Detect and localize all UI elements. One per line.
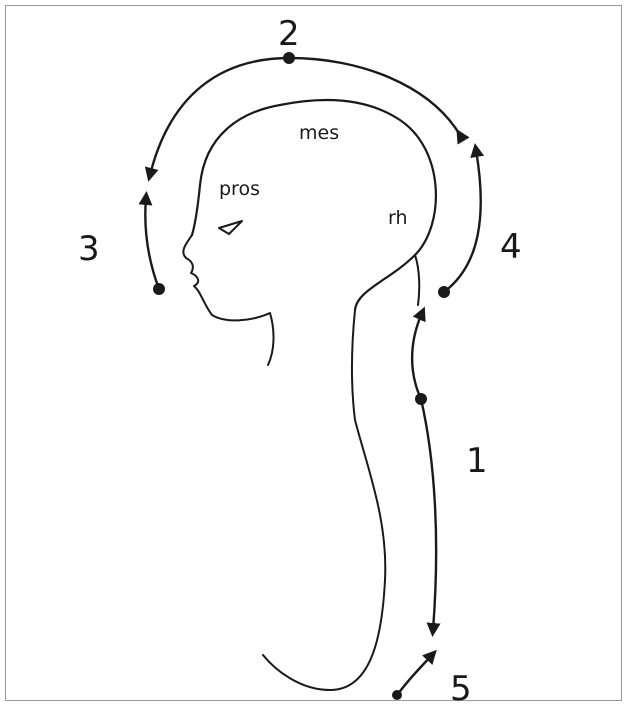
- flow-2-arc: [150, 58, 460, 175]
- flow-3-arc: [145, 198, 159, 289]
- spinal-cord-left-wall: [263, 310, 385, 690]
- flow-4-dot: [438, 286, 450, 298]
- spinal-cord-right-wall: [415, 255, 419, 305]
- flow-1-dot: [415, 393, 427, 405]
- flow-2-label: 2: [278, 14, 300, 54]
- flow-5-label: 5: [450, 669, 472, 707]
- flow-1-lower-arc: [421, 399, 436, 630]
- flow-1-label: 1: [466, 441, 488, 481]
- region-mes-label: mes: [299, 122, 339, 144]
- face-profile: [183, 235, 273, 365]
- flow-3-dot: [153, 283, 165, 295]
- flow-5-dot: [392, 690, 402, 700]
- eye-icon: [219, 221, 242, 234]
- flow-1-upper-arc: [412, 313, 422, 399]
- flow-3-label: 3: [78, 229, 100, 269]
- flow-4-label: 4: [500, 227, 522, 267]
- flow-5-arc: [398, 655, 432, 694]
- region-rh-label: rh: [388, 207, 408, 229]
- region-pros-label: pros: [219, 178, 260, 200]
- flow-4-arc: [444, 150, 481, 292]
